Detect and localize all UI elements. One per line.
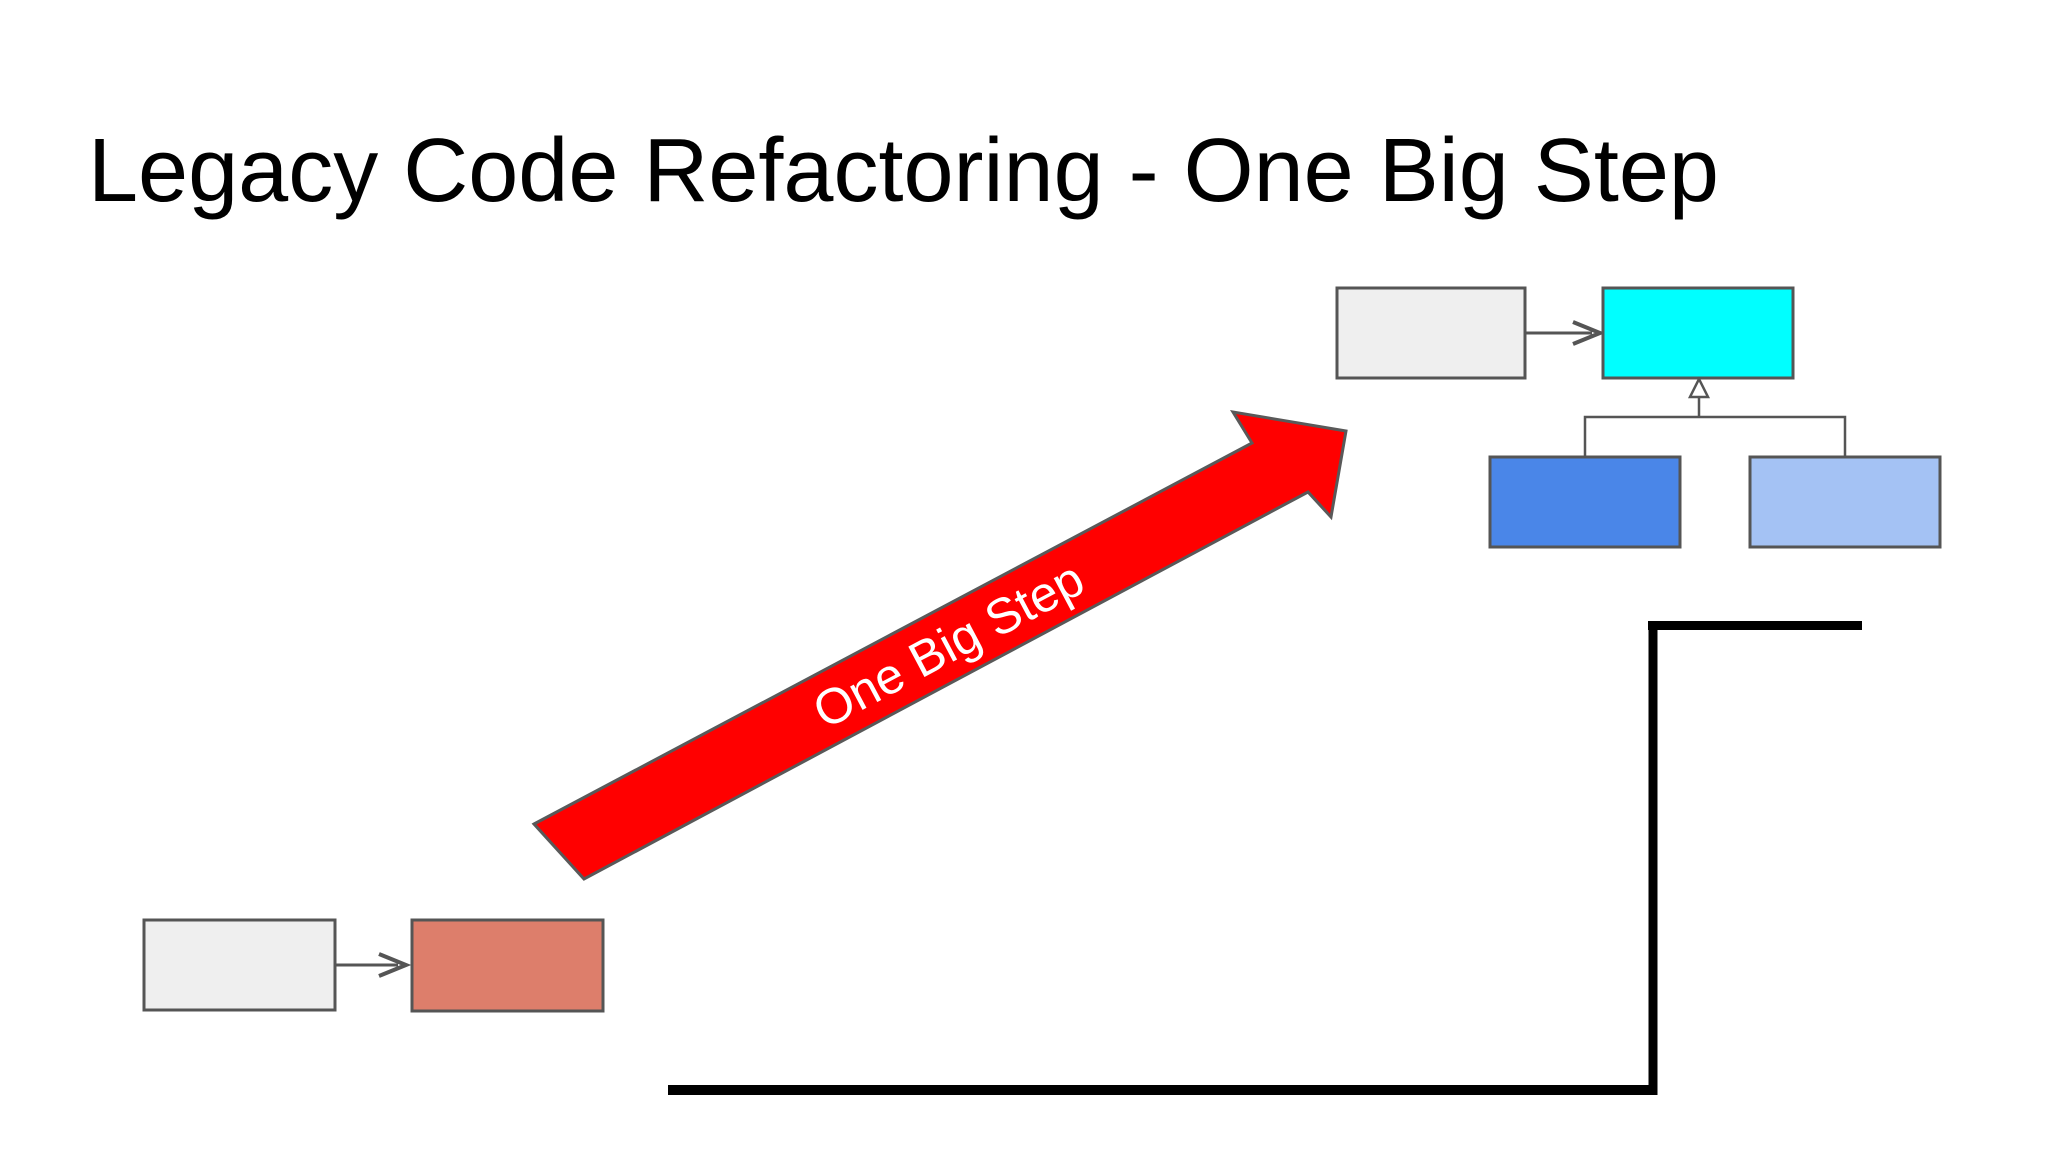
legacy-code-box [410, 918, 605, 1013]
inheritance-branch-line [1583, 415, 1847, 457]
legacy-client-box [142, 918, 337, 1012]
slide-title: Legacy Code Refactoring - One Big Step [88, 121, 1719, 221]
inheritance-triangle-icon [1687, 376, 1711, 399]
refactored-client-box [1335, 286, 1527, 380]
implementation-b-box [1748, 455, 1942, 549]
refactored-connector-arrowhead-icon [1572, 320, 1606, 346]
legacy-connector-arrowhead-icon [378, 952, 412, 978]
legacy-cluster [142, 918, 605, 1013]
refactored-cluster [1335, 286, 1942, 549]
step-shape [668, 621, 1862, 1095]
refactored-interface-box [1601, 286, 1795, 380]
one-big-step-arrow [531, 409, 1348, 881]
one-big-step-label: One Big Step [804, 550, 1093, 739]
implementation-a-box [1488, 455, 1682, 549]
one-big-step-arrow-group: One Big Step [531, 409, 1348, 881]
